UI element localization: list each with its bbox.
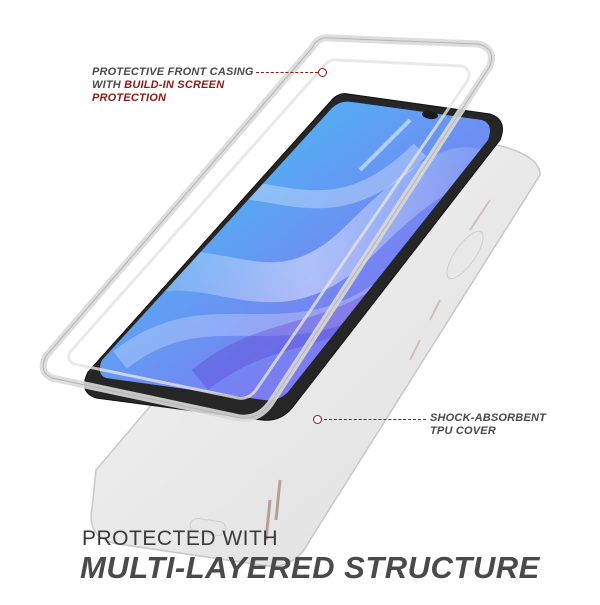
front-casing-line2-highlight: BUILD-IN SCREEN: [124, 79, 225, 91]
front-casing: [39, 34, 495, 422]
tpu-cover-callout-label: SHOCK-ABSORBENT TPU COVER: [430, 412, 580, 438]
tpu-cover-callout-line: [324, 419, 426, 420]
tpu-cover-callout-dot: [313, 415, 322, 424]
headline-line2: MULTI-LAYERED STRUCTURE: [80, 550, 540, 585]
front-casing-callout-dot: [318, 68, 327, 77]
front-casing-callout-line: [256, 72, 318, 73]
headline-line1: PROTECTED WITH: [82, 527, 278, 550]
tpu-cover-line1: SHOCK-ABSORBENT: [430, 412, 547, 424]
tpu-cover-line2: TPU COVER: [430, 425, 496, 437]
front-casing-line1: PROTECTIVE FRONT CASING: [92, 66, 254, 78]
front-casing-line3: PROTECTION: [92, 92, 167, 104]
front-casing-callout-label: PROTECTIVE FRONT CASING WITH BUILD-IN SC…: [92, 66, 267, 105]
front-casing-line2: WITH BUILD-IN SCREEN: [92, 79, 267, 92]
front-casing-line2-prefix: WITH: [92, 79, 125, 91]
